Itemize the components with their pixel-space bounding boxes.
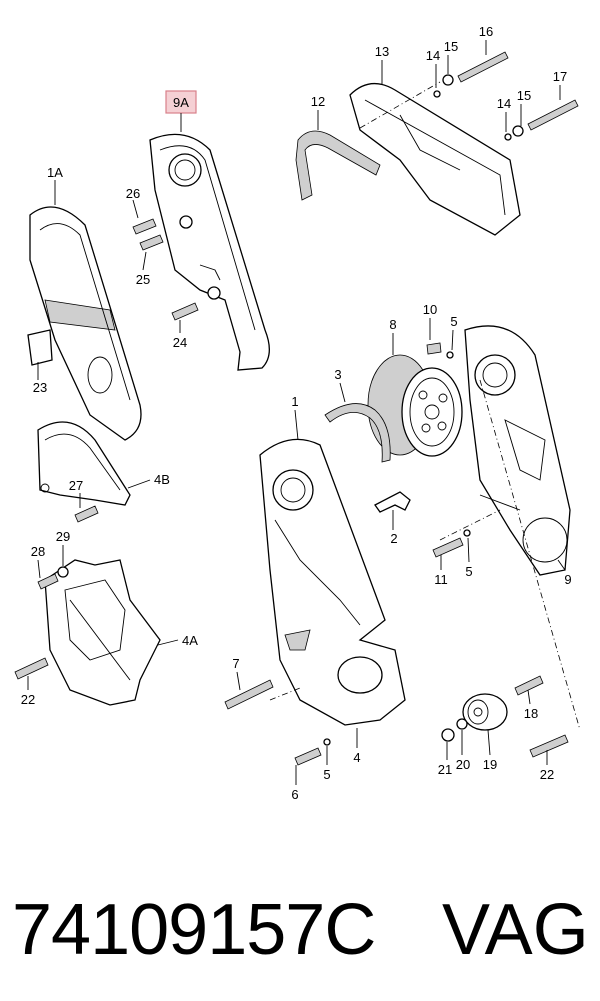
callout-8: 8 (389, 317, 396, 332)
part-number: 74109157C (12, 890, 376, 970)
clip-5b (463, 529, 471, 537)
callout-21: 21 (438, 762, 452, 777)
callout-15-top: 15 (444, 39, 458, 54)
bolt-25 (139, 234, 164, 251)
callout-6: 6 (291, 787, 298, 802)
bolt-16 (457, 51, 509, 83)
callout-25: 25 (136, 272, 150, 287)
bolt-6 (294, 747, 322, 766)
part-12-timing-belt (295, 130, 381, 201)
callout-23: 23 (33, 380, 47, 395)
callout-labels: 9A 1A 26 25 24 23 4B 27 29 28 4A 22 13 1… (21, 24, 572, 802)
washer-15a (442, 74, 454, 86)
part-23-clip (27, 329, 53, 366)
nut-21 (441, 728, 455, 742)
callout-22-right: 22 (540, 767, 554, 782)
bolt-11 (432, 537, 464, 558)
washer-29 (57, 566, 69, 578)
part-1-timing-cover (259, 438, 406, 726)
clip-14b (504, 133, 512, 141)
callout-18: 18 (524, 706, 538, 721)
callout-12: 12 (311, 94, 325, 109)
clip-5c (323, 738, 331, 746)
callout-4B: 4B (154, 472, 170, 487)
part-9A-upper-cover (149, 133, 270, 371)
clip-5a (446, 351, 454, 359)
callout-1: 1 (291, 394, 298, 409)
callout-19: 19 (483, 757, 497, 772)
callout-17: 17 (553, 69, 567, 84)
brand-label: VAG (442, 890, 589, 970)
callout-27: 27 (69, 478, 83, 493)
callout-9A: 9A (173, 95, 189, 110)
part-2-bracket (374, 491, 411, 513)
timing-belt-exploded-diagram: 9A 1A 26 25 24 23 4B 27 29 28 4A 22 13 1… (14, 24, 581, 802)
callout-4A: 4A (182, 633, 198, 648)
part-9-rear-cover (464, 325, 571, 576)
bolt-7 (224, 679, 274, 710)
bolt-22b (529, 734, 569, 758)
part-4A-rear-cover (44, 559, 161, 706)
callout-24: 24 (173, 335, 187, 350)
bolt-18 (514, 675, 544, 696)
callout-10: 10 (423, 302, 437, 317)
callout-15-right: 15 (517, 88, 531, 103)
callout-13: 13 (375, 44, 389, 59)
clip-14a (433, 90, 441, 98)
callout-26: 26 (126, 186, 140, 201)
callout-5-mid: 5 (465, 564, 472, 579)
bolt-10 (426, 342, 442, 355)
callout-7: 7 (232, 656, 239, 671)
part-13-upper-rear-cover (349, 83, 521, 236)
callout-22-left: 22 (21, 692, 35, 707)
callout-5-bottom: 5 (323, 767, 330, 782)
callout-16: 16 (479, 24, 493, 39)
washer-15b (512, 125, 524, 137)
callout-9: 9 (564, 572, 571, 587)
callout-11: 11 (434, 572, 448, 587)
callout-28: 28 (31, 544, 45, 559)
callout-29: 29 (56, 529, 70, 544)
bolt-28 (37, 573, 59, 590)
callout-14-right: 14 (497, 96, 511, 111)
callout-5-top: 5 (450, 314, 457, 329)
washer-20 (456, 718, 468, 730)
bolt-22a (14, 657, 49, 680)
bolt-17 (527, 99, 579, 131)
axis-lines (269, 81, 581, 731)
caption: 74109157C VAG (0, 880, 600, 990)
part-4B-lower-cover (37, 421, 131, 506)
callout-20: 20 (456, 757, 470, 772)
leader-lines (27, 40, 566, 785)
bolt-26 (132, 218, 157, 235)
bolt-24 (171, 302, 199, 321)
callout-14-top: 14 (426, 48, 440, 63)
callout-4: 4 (353, 750, 360, 765)
bolts (14, 51, 579, 766)
callout-1A: 1A (47, 165, 63, 180)
part-1A-cover (29, 206, 142, 441)
callout-2: 2 (390, 531, 397, 546)
bolt-27 (74, 505, 99, 523)
callout-3: 3 (334, 367, 341, 382)
part-19-tensioner (462, 693, 508, 731)
part-3-guide-segment (324, 403, 391, 463)
